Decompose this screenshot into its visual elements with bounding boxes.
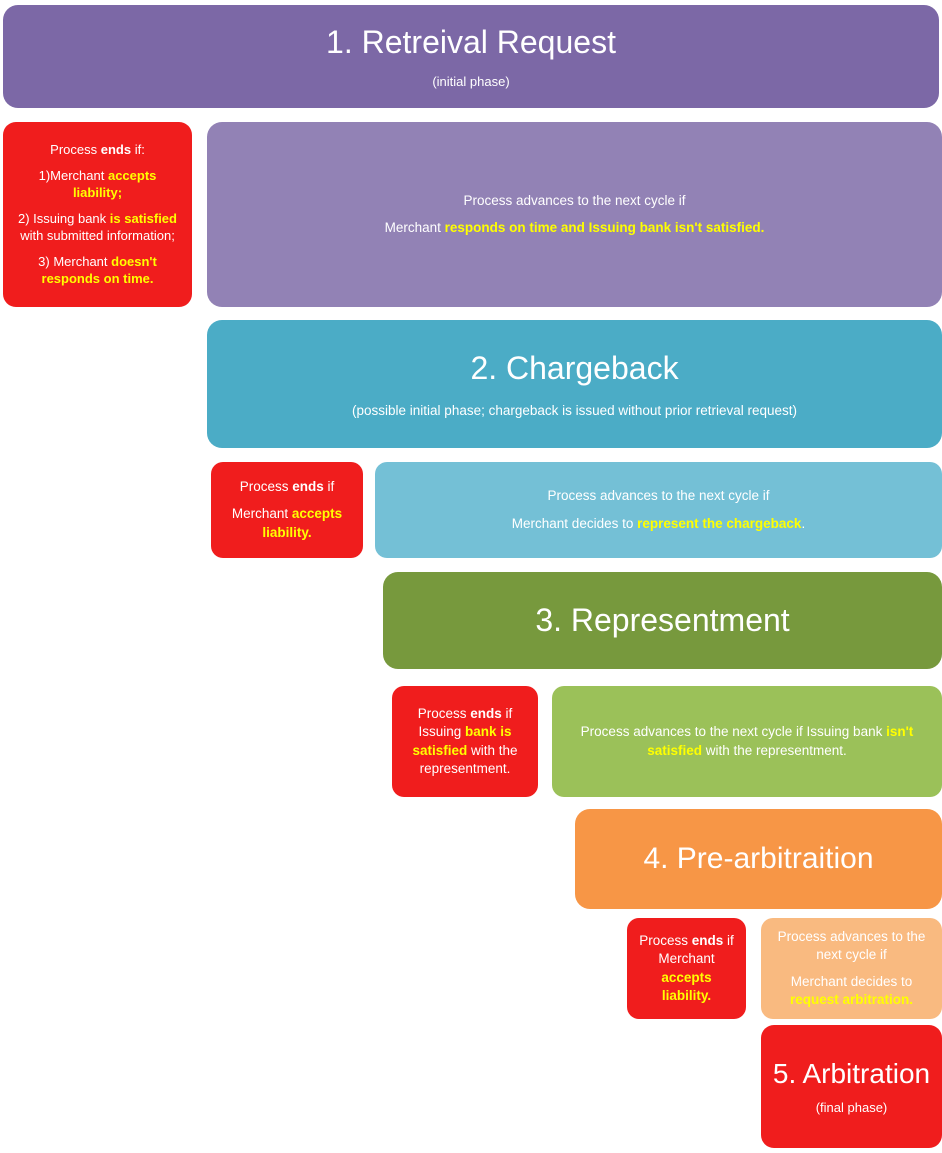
phase-5-header: 5. Arbitration (final phase) (761, 1025, 942, 1148)
note-line: 1)Merchant accepts liability; (38, 167, 157, 201)
phase-4-ends-note: Process ends if Merchant accepts liabili… (627, 918, 746, 1019)
phase-1-subtitle: (initial phase) (432, 74, 510, 90)
note-line: Process advances to the next cycle if (547, 488, 770, 504)
phase-3-advance-note: Process advances to the next cycle if Is… (552, 686, 942, 797)
note-line: Process ends if Merchant accepts liabili… (639, 933, 734, 1003)
note-line: Process advances to the next cycle if Is… (580, 724, 914, 758)
phase-1-ends-note: Process ends if: 1)Merchant accepts liabi… (3, 122, 192, 307)
note-line: Merchant decides to request arbitration. (789, 974, 914, 1008)
phase-5-subtitle: (final phase) (815, 1100, 888, 1116)
phase-2-title: 2. Chargeback (470, 350, 679, 387)
note-line: 2) Issuing bank is satisfied with submit… (18, 210, 177, 244)
phase-1-header: 1. Retreival Request (initial phase) (3, 5, 939, 108)
phase-2-advance-note: Process advances to the next cycle if Mer… (375, 462, 942, 558)
phase-3-header: 3. Representment (383, 572, 942, 669)
note-line: Process ends if Issuing bank is satisfie… (412, 706, 518, 776)
note-line: Process advances to the next cycle if (777, 928, 926, 962)
note-line: Merchant decides to represent the charge… (511, 515, 806, 531)
phase-3-title: 3. Representment (535, 602, 790, 639)
phase-4-title: 4. Pre-arbitraition (643, 841, 874, 875)
phase-2-ends-note: Process ends if Merchant accepts liabilit… (211, 462, 363, 558)
phase-2-subtitle: (possible initial phase; chargeback is i… (352, 402, 797, 418)
note-line: Merchant responds on time and Issuing ba… (384, 220, 765, 235)
phase-1-advance-note: Process advances to the next cycle if Mer… (207, 122, 942, 307)
note-line: Process ends if: (50, 142, 145, 158)
phase-4-advance-note: Process advances to the next cycle if Mer… (761, 918, 942, 1019)
note-line: 3) Merchant doesn't responds on time. (38, 253, 157, 287)
phase-2-header: 2. Chargeback (possible initial phase; c… (207, 320, 942, 448)
phase-4-header: 4. Pre-arbitraition (575, 809, 942, 909)
note-line: Process ends if (239, 479, 335, 495)
phase-1-title: 1. Retreival Request (326, 23, 616, 60)
phase-5-title: 5. Arbitration (772, 1057, 931, 1089)
phase-3-ends-note: Process ends if Issuing bank is satisfie… (392, 686, 538, 797)
note-line: Merchant accepts liability. (231, 506, 343, 540)
note-line: Process advances to the next cycle if (463, 192, 686, 208)
